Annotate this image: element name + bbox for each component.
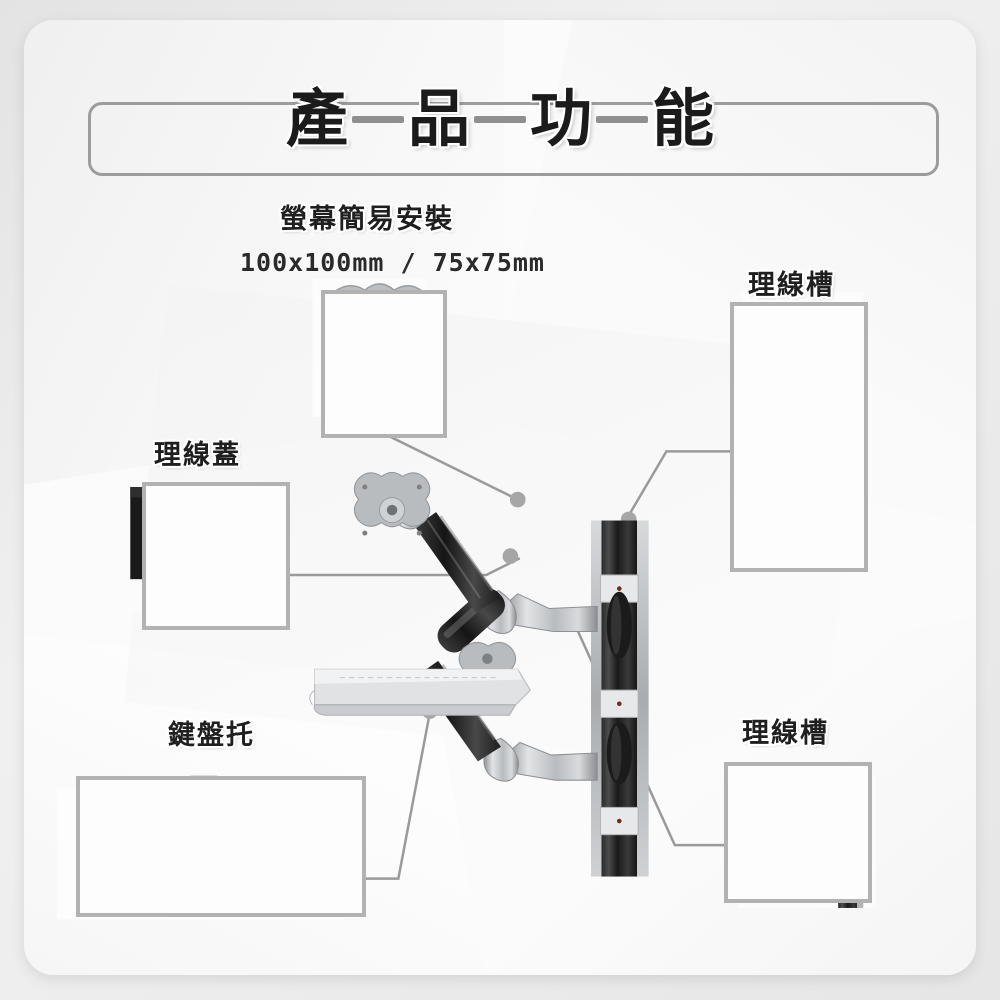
label-cable-channel-top: 理線槽 [748, 270, 835, 301]
connector-vesa [372, 427, 519, 501]
panel-cable-channel-bot [724, 762, 872, 903]
label-cable-cover: 理線蓋 [154, 440, 241, 471]
vesa-head-upper [353, 471, 431, 536]
label-keyboard-tray: 鍵盤托 [168, 720, 255, 751]
label-cable-channel-bottom: 理線槽 [742, 718, 829, 749]
title-char-4: 能 [652, 82, 715, 155]
callout-dot-keyboard-tray [421, 703, 438, 719]
title-dash-3 [596, 115, 649, 123]
keyboard-tray-plate [309, 668, 531, 716]
title-dash-1 [351, 115, 404, 123]
page-title: 產 品 功 能 [24, 76, 976, 162]
callout-dot-cable-cover [502, 548, 519, 564]
callout-dots [421, 491, 637, 719]
callout-dot-channel-bottom [566, 613, 583, 629]
card-facet-bottom-right [439, 604, 976, 975]
connector-cable-cover [270, 557, 521, 577]
panel-cable-cover [142, 482, 290, 630]
title-frame [88, 102, 939, 176]
panel-keyboard-tray [76, 776, 366, 917]
keyboard-arm-lower [309, 641, 598, 782]
label-vesa-spec: 100x100mm / 75x75mm [240, 248, 545, 277]
title-char-3: 功 [530, 82, 593, 155]
connector-channel-top [623, 450, 740, 524]
panel-vesa-plate [321, 290, 447, 438]
connector-channel-bottom [573, 622, 734, 847]
mounting-pole [591, 520, 649, 877]
title-char-1: 產 [285, 82, 348, 155]
title-char-2: 品 [407, 82, 470, 155]
panel-cable-channel-top [730, 302, 868, 572]
monitor-arm-upper [353, 471, 598, 653]
title-dash-2 [474, 115, 526, 123]
callout-dot-channel-top [620, 511, 637, 528]
callout-dot-vesa [509, 491, 526, 508]
label-vesa-mount: 螢幕簡易安裝 [280, 204, 454, 235]
content-card: 產 品 功 能 [24, 20, 976, 975]
